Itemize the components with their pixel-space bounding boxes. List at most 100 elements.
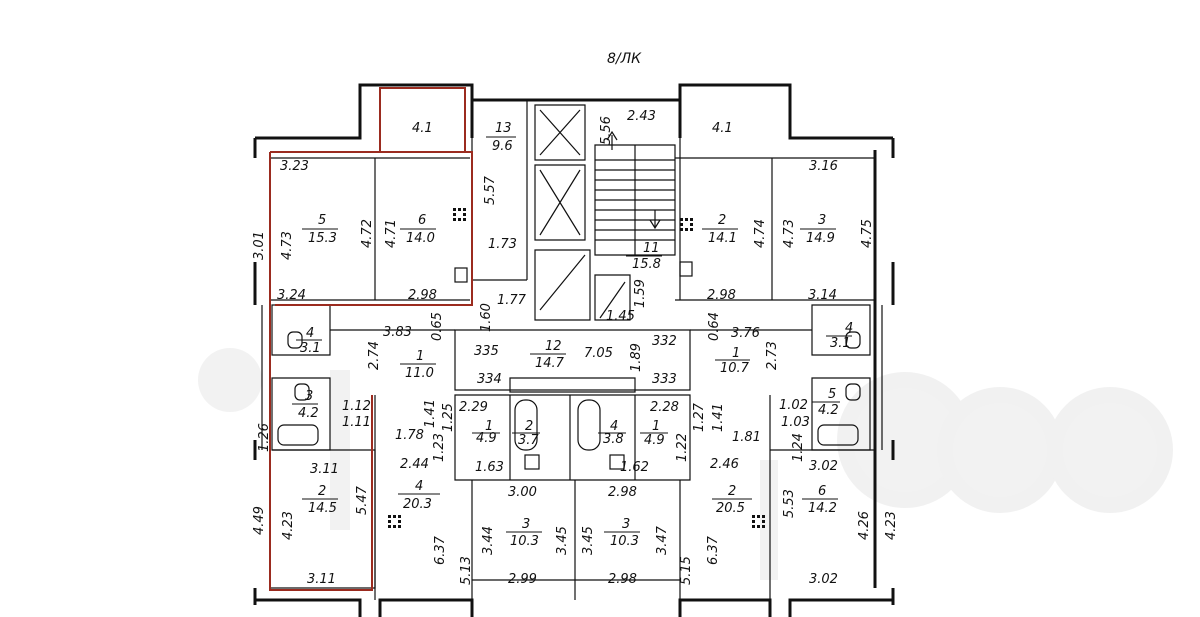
dimension-label: 4.73 <box>280 231 295 260</box>
dimension-label: 1.81 <box>732 430 761 445</box>
room-fraction-bars <box>292 136 852 533</box>
room-number: 3 <box>818 213 826 228</box>
dimension-label: 1.41 <box>711 403 726 432</box>
dimension-label: 4.75 <box>860 219 875 248</box>
dimension-label: 5.57 <box>483 175 498 205</box>
dimension-label: 2.99 <box>508 572 537 587</box>
dimension-label: 1.73 <box>488 237 517 252</box>
room-number: 11 <box>643 241 660 256</box>
room-area: 3.1 <box>300 341 321 356</box>
dimension-label: 1.62 <box>620 460 649 475</box>
dimension-label: 2.46 <box>710 457 739 472</box>
dimension-label: 1.25 <box>441 403 456 432</box>
room-number: 6 <box>818 484 826 499</box>
dimension-label: 1.24 <box>791 433 806 462</box>
room-area: 15.8 <box>632 257 661 272</box>
room-area: 3.1 <box>830 336 851 351</box>
dimension-label: 4.49 <box>252 506 267 535</box>
room-area: 3.7 <box>518 433 539 448</box>
room-number: 4 <box>845 321 853 336</box>
room-area: 14.2 <box>808 501 837 516</box>
room-number: 4 <box>306 326 314 341</box>
dimension-label: 3.47 <box>655 525 670 555</box>
room-area: 4.2 <box>818 403 839 418</box>
room-area: 14.9 <box>806 231 835 246</box>
dimension-label: 3.24 <box>277 288 306 303</box>
room-number: 2 <box>718 213 726 228</box>
dimension-label: 1.45 <box>606 309 635 324</box>
room-number: 3 <box>522 517 530 532</box>
room-number: 2 <box>728 484 736 499</box>
dimension-label: 1.22 <box>675 433 690 462</box>
dimension-label: 3.00 <box>508 485 537 500</box>
dimension-label: 4.74 <box>753 219 768 248</box>
dimension-label: 3.14 <box>808 288 837 303</box>
dimension-label: 4.73 <box>782 219 797 248</box>
room-area: 3.8 <box>603 432 624 447</box>
room-number: 1 <box>732 346 740 361</box>
room-area: 10.7 <box>720 361 750 376</box>
dimension-label: 332 <box>652 334 677 349</box>
dimension-label: 5.56 <box>599 116 614 145</box>
room-area: 14.0 <box>406 231 435 246</box>
dimension-label: 5.15 <box>679 556 694 585</box>
dimension-label: 1.60 <box>479 303 494 332</box>
room-area: 14.7 <box>535 356 565 371</box>
dimension-label: 1.78 <box>395 428 424 443</box>
dimension-label: 6.37 <box>706 535 721 565</box>
room-number: 2 <box>318 484 326 499</box>
room-number: 1 <box>652 419 660 434</box>
stove-icons <box>388 208 765 528</box>
dimension-label: 2.29 <box>459 400 488 415</box>
dimension-label: 3.45 <box>555 526 570 555</box>
dimension-label: 3.44 <box>481 526 496 555</box>
dimension-label: 2.74 <box>367 341 382 370</box>
dimension-label: 5.47 <box>355 485 370 515</box>
dimension-label: 1.26 <box>257 423 272 452</box>
room-labels: 5 15.3 6 14.0 13 9.6 11 15.8 2 14.1 3 14… <box>298 121 853 549</box>
room-number: 5 <box>828 387 836 402</box>
room-number: 12 <box>545 339 562 354</box>
dimension-label: 3.01 <box>252 231 267 260</box>
dimension-label: 6.37 <box>433 535 448 565</box>
room-area: 14.5 <box>308 501 337 516</box>
room-number: 1 <box>485 419 493 434</box>
dimension-label: 1.12 <box>342 399 371 414</box>
dimension-label: 334 <box>477 372 502 387</box>
dimension-label: 3.11 <box>310 462 339 477</box>
room-area: 14.1 <box>708 231 737 246</box>
room-area: 4.2 <box>298 406 319 421</box>
dimension-labels: 3.23 2.43 3.16 1.73 3.24 2.98 1.77 3.83 … <box>277 109 838 587</box>
balcony-area: 4.1 <box>412 121 433 136</box>
dimension-label: 335 <box>474 344 499 359</box>
dimension-label: 4.72 <box>360 219 375 248</box>
dimension-label: 1.63 <box>475 460 504 475</box>
dimension-label: 3.76 <box>731 326 760 341</box>
room-number: 5 <box>318 213 326 228</box>
dimension-label: 2.28 <box>650 400 679 415</box>
room-number: 2 <box>525 419 533 434</box>
dimension-label: 3.16 <box>809 159 838 174</box>
dimension-label: 2.98 <box>408 288 437 303</box>
dimension-label: 7.05 <box>584 346 613 361</box>
dimension-label: 1.59 <box>633 279 648 308</box>
dimension-label: 3.02 <box>809 572 838 587</box>
dimension-label: 333 <box>652 372 677 387</box>
room-area: 10.3 <box>510 534 539 549</box>
room-number: 4 <box>415 479 423 494</box>
room-area: 4.9 <box>476 431 497 446</box>
section-label: 8/ЛК <box>607 51 642 67</box>
dimension-label: 4.23 <box>884 511 899 540</box>
dimension-label: 2.73 <box>765 341 780 370</box>
room-number: 6 <box>418 213 426 228</box>
dimension-label: 1.77 <box>497 293 527 308</box>
highlighted-apartment-outline <box>269 87 473 591</box>
dimension-label: 1.89 <box>629 343 644 372</box>
dimension-label: 1.03 <box>781 415 810 430</box>
dimension-label: 2.44 <box>400 457 429 472</box>
room-area: 15.3 <box>308 231 337 246</box>
dimension-label: 1.11 <box>342 415 371 430</box>
room-number: 4 <box>610 419 618 434</box>
dimension-label: 1.02 <box>779 398 808 413</box>
